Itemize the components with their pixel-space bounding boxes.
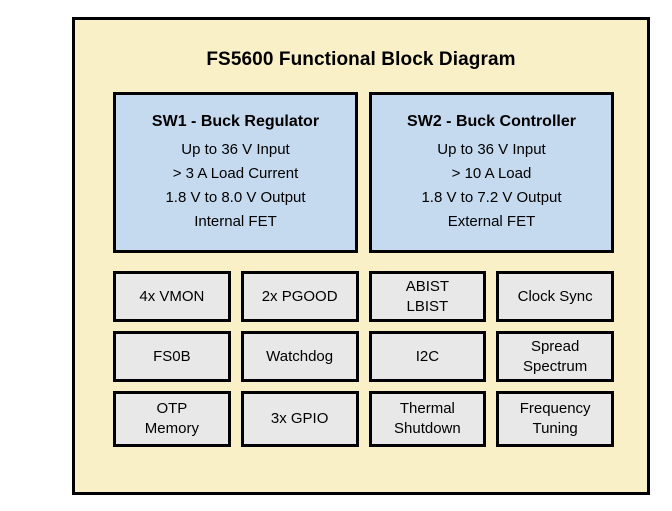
- feature-block-thermal-shutdown-line-2: Shutdown: [394, 420, 461, 437]
- feature-block-thermal-shutdown: Thermal Shutdown: [368, 391, 487, 447]
- switcher-block-sw1-title: SW1 - Buck Regulator: [151, 113, 320, 130]
- feature-block-clock-sync-line-1: Clock Sync: [517, 287, 593, 305]
- feature-block-fs0b: FS0B: [113, 331, 231, 382]
- switcher-block-sw1: SW1 - Buck Regulator Up to 36 V Input > …: [113, 92, 358, 253]
- feature-block-spread-spectrum: Spread Spectrum: [496, 331, 614, 382]
- feature-block-otp-memory-line-2: Memory: [144, 420, 199, 437]
- switcher-block-sw2: SW2 - Buck Controller Up to 36 V Input >…: [369, 92, 614, 253]
- feature-block-frequency-tuning: Frequency Tuning: [496, 391, 614, 447]
- feature-block-pgood-line-1: 2x PGOOD: [261, 287, 338, 305]
- feature-block-spread-spectrum-line-2: Spectrum: [523, 357, 588, 375]
- switcher-block-sw1-spec-2: > 3 A Load Current: [172, 165, 299, 182]
- feature-block-gpio: 3x GPIO: [240, 391, 359, 447]
- feature-block-gpio-line-1: 3x GPIO: [270, 410, 329, 427]
- feature-block-i2c-line-1: I2C: [415, 347, 440, 365]
- feature-block-watchdog-line-1: Watchdog: [266, 347, 334, 365]
- feature-block-fs0b-line-1: FS0B: [153, 347, 191, 365]
- feature-block-pgood: 2x PGOOD: [240, 271, 359, 322]
- page-title: FS5600 Functional Block Diagram: [206, 49, 516, 70]
- switcher-block-sw2-spec-3: 1.8 V to 7.2 V Output: [421, 189, 562, 206]
- feature-block-grid: 4x VMON 2x PGOOD ABIST LBIST Clock Sync …: [113, 271, 614, 447]
- switcher-block-sw2-title: SW2 - Buck Controller: [407, 113, 576, 130]
- feature-block-otp-memory: OTP Memory: [113, 391, 231, 447]
- feature-block-abist-lbist-line-2: LBIST: [406, 297, 449, 315]
- switcher-block-sw2-spec-2: > 10 A Load: [451, 165, 532, 182]
- feature-block-otp-memory-line-1: OTP: [156, 400, 188, 417]
- switcher-block-sw1-spec-1: Up to 36 V Input: [181, 141, 290, 158]
- feature-block-frequency-tuning-line-1: Frequency: [519, 400, 591, 417]
- feature-block-vmon: 4x VMON: [113, 271, 231, 322]
- feature-block-clock-sync: Clock Sync: [496, 271, 614, 322]
- feature-block-thermal-shutdown-line-1: Thermal: [399, 400, 455, 417]
- block-diagram-panel: FS5600 Functional Block Diagram SW1 - Bu…: [72, 17, 650, 495]
- feature-block-spread-spectrum-line-1: Spread: [530, 337, 580, 355]
- switcher-block-sw2-spec-1: Up to 36 V Input: [437, 141, 546, 158]
- feature-block-frequency-tuning-line-2: Tuning: [532, 420, 578, 437]
- feature-block-abist-lbist-line-1: ABIST: [405, 277, 450, 295]
- switcher-block-row: SW1 - Buck Regulator Up to 36 V Input > …: [113, 92, 614, 253]
- switcher-block-sw2-spec-4: External FET: [447, 213, 536, 230]
- feature-block-vmon-line-1: 4x VMON: [139, 287, 205, 305]
- feature-block-watchdog: Watchdog: [240, 331, 359, 382]
- feature-block-abist-lbist: ABIST LBIST: [368, 271, 487, 322]
- switcher-block-sw1-spec-4: Internal FET: [194, 213, 277, 230]
- switcher-block-sw1-spec-3: 1.8 V to 8.0 V Output: [165, 189, 306, 206]
- feature-block-i2c: I2C: [368, 331, 487, 382]
